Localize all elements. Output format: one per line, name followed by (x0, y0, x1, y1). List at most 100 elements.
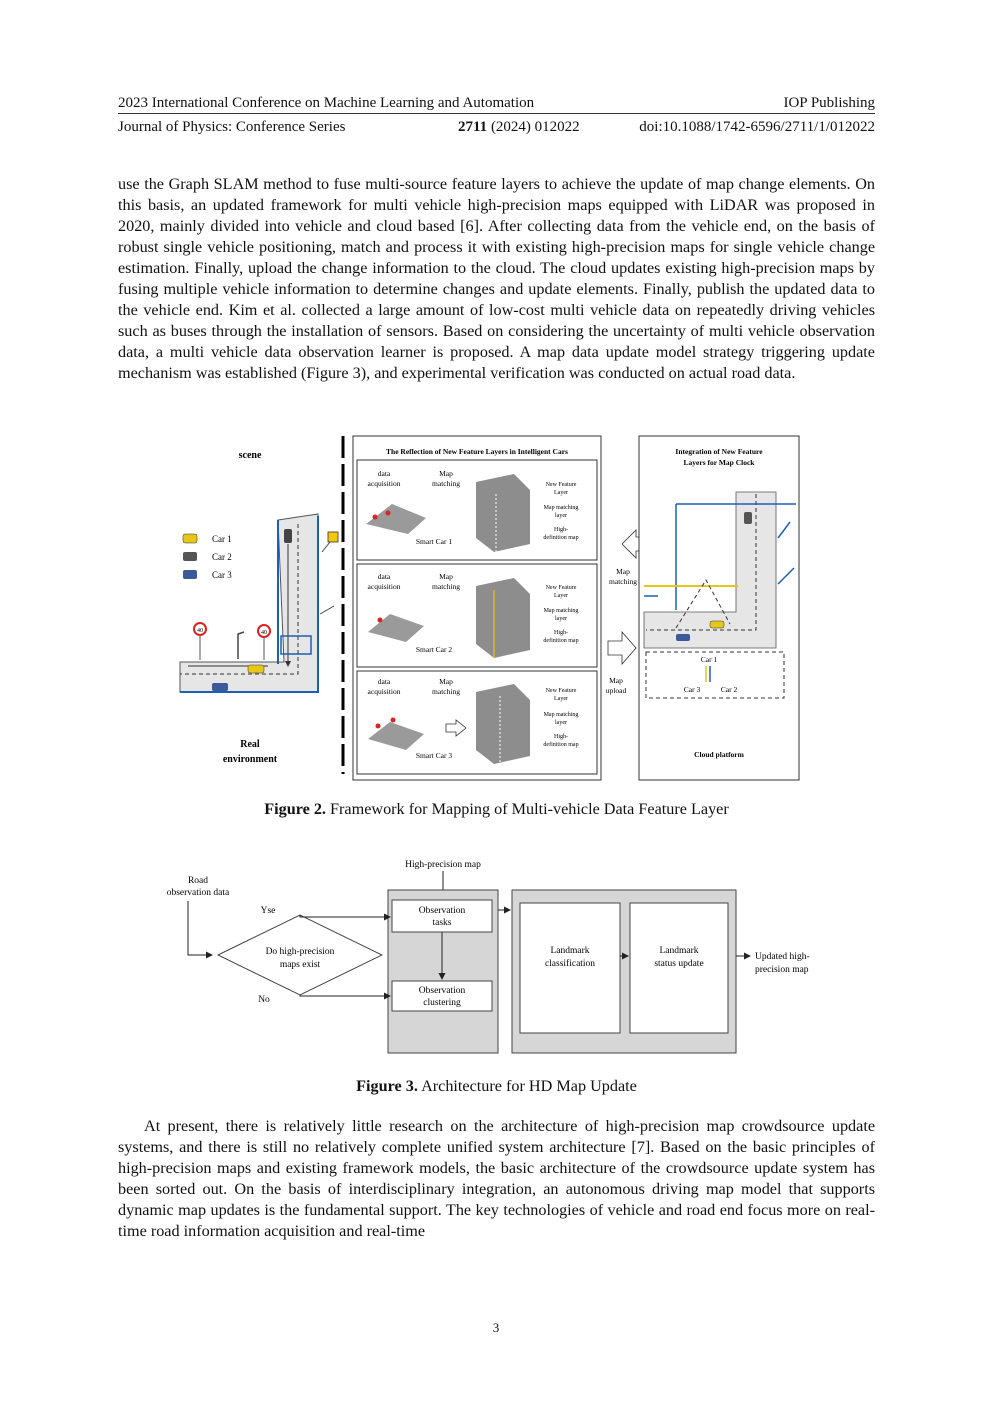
observation-tasks-box (391, 899, 493, 933)
real-environment-label-2: environment (223, 754, 278, 765)
scene-panel: scene 40 40 Car 1 Car 2 Car 3 Real envir… (179, 436, 345, 774)
pin-icon (372, 514, 378, 520)
observation-tasks-2: tasks (433, 918, 452, 928)
data-acquisition-1: data (378, 572, 391, 581)
cloud-platform-label: Cloud platform (694, 750, 745, 759)
road-observation-2: observation data (167, 888, 230, 898)
layer-new-2: Layer (554, 696, 568, 702)
car2-legend-icon (183, 552, 197, 561)
car-icon (709, 620, 725, 629)
body-paragraph-2: At present, there is relatively little r… (118, 1117, 875, 1240)
car3-legend-icon (183, 570, 197, 579)
volume-info: 2711 (2024) 012022 (458, 118, 580, 136)
reflection-panel: The Reflection of New Feature Layers in … (352, 435, 602, 781)
observation-clustering-2: clustering (423, 998, 461, 1008)
layer-stack-shape (476, 474, 530, 552)
header-rule (118, 113, 875, 114)
map-matching-1: Map (439, 677, 453, 686)
layer-hd-1: High- (554, 630, 568, 636)
cloud-blue-line (777, 567, 795, 585)
arrow-right-icon (445, 719, 467, 737)
yes-label: Yse (261, 906, 276, 916)
smart-car-1-label: Smart Car 1 (416, 537, 452, 546)
decision-text-1: Do high-precision (266, 947, 335, 957)
real-environment-label-1: Real (240, 739, 260, 750)
data-acquisition-2: acquisition (368, 687, 401, 696)
year-article: (2024) 012022 (487, 119, 580, 135)
layer-stack-shape (476, 578, 530, 658)
map-matching-arrow-label-1: Map (616, 567, 630, 576)
hp-map-label: High-precision map (405, 860, 481, 870)
legend-car-3: Car 3 (212, 570, 232, 580)
publisher-name: IOP Publishing (783, 95, 875, 111)
updated-map-1: Updated high- (755, 952, 810, 962)
layer-new-1: New Feature (546, 688, 577, 694)
decision-text-2: maps exist (280, 960, 321, 970)
car-icon (247, 664, 265, 674)
subbox-frame (356, 563, 598, 668)
scene-label: scene (239, 450, 262, 461)
updated-map-2: precision map (755, 965, 809, 975)
arrow-right-icon (607, 630, 637, 666)
car-icon (212, 683, 228, 691)
landmark-status-2: status update (654, 959, 703, 969)
pin-icon (377, 617, 383, 623)
car-icon (284, 529, 292, 543)
figure-2-caption-text: Framework for Mapping of Multi-vehicle D… (325, 800, 729, 818)
map-matching-2: matching (432, 687, 460, 696)
landmark-classification-1: Landmark (550, 946, 589, 956)
smart-car-3-box: data acquisition Map matching New Featur… (356, 670, 598, 775)
doi: doi:10.1088/1742-6596/2711/1/012022 (639, 119, 875, 135)
running-header-top: 2023 International Conference on Machine… (118, 94, 875, 112)
observation-clustering-1: Observation (419, 986, 466, 996)
figure-2: scene 40 40 Car 1 Car 2 Car 3 Real envir… (179, 435, 800, 781)
cloud-panel: Integration of New Feature Layers for Ma… (638, 435, 800, 781)
running-header-bottom: Journal of Physics: Conference Series 27… (118, 118, 875, 136)
map-matching-2: matching (432, 582, 460, 591)
integration-title-1: Integration of New Feature (675, 447, 763, 456)
page-number: 3 (492, 1320, 500, 1335)
road-outer-edge (180, 516, 319, 693)
figure-3-label: Figure 3. (356, 1077, 418, 1095)
map-matching-1: Map (439, 572, 453, 581)
speed-sign-text: 40 (261, 630, 267, 636)
map-upload-label-1: Map (609, 676, 623, 685)
layer-hd-2: definition map (543, 637, 578, 644)
speed-sign-text: 40 (197, 628, 203, 634)
map-matching-1: Map (439, 469, 453, 478)
layer-hd-2: definition map (543, 741, 578, 748)
smart-car-3-label: Smart Car 3 (416, 751, 452, 760)
landmark-classification-2: classification (545, 958, 595, 969)
cloud-road-shape (643, 491, 777, 649)
cloud-car-3: Car 3 (684, 685, 701, 694)
layer-mm-1: Map matching (544, 505, 579, 511)
cloud-car-1: Car 1 (701, 655, 718, 664)
layer-stack-shape (476, 684, 530, 764)
journal-name: Journal of Physics: Conference Series (118, 119, 346, 135)
map-matching-2: matching (432, 479, 460, 488)
map-layer-shape (368, 722, 424, 750)
subbox-frame (356, 459, 598, 561)
figure-2-caption: Figure 2. Framework for Mapping of Multi… (118, 799, 875, 820)
yes-arrow (299, 913, 391, 921)
cloud-lane-divider (646, 494, 757, 631)
car-icon (744, 512, 752, 524)
layer-mm-1: Map matching (544, 712, 579, 718)
subbox-frame (356, 670, 598, 775)
street-lamp-icon (237, 631, 245, 659)
landmark-status-box (629, 902, 729, 1034)
map-layer-shape (366, 504, 426, 534)
layer-hd-1: High- (554, 527, 568, 533)
car1-legend-icon (182, 533, 198, 544)
figure-3-caption-text: Architecture for HD Map Update (417, 1077, 637, 1095)
layer-mm-2: layer (555, 616, 567, 622)
layer-hd-2: definition map (543, 534, 578, 541)
layer-new-1: New Feature (546, 482, 577, 488)
no-arrow (299, 992, 391, 1000)
cloud-blue-line (777, 521, 791, 539)
sign-pole (319, 605, 335, 615)
cloud-merge-arc (675, 579, 731, 629)
observation-clustering-box (391, 980, 493, 1012)
pin-icon (390, 717, 396, 723)
sign-pole (321, 541, 331, 553)
